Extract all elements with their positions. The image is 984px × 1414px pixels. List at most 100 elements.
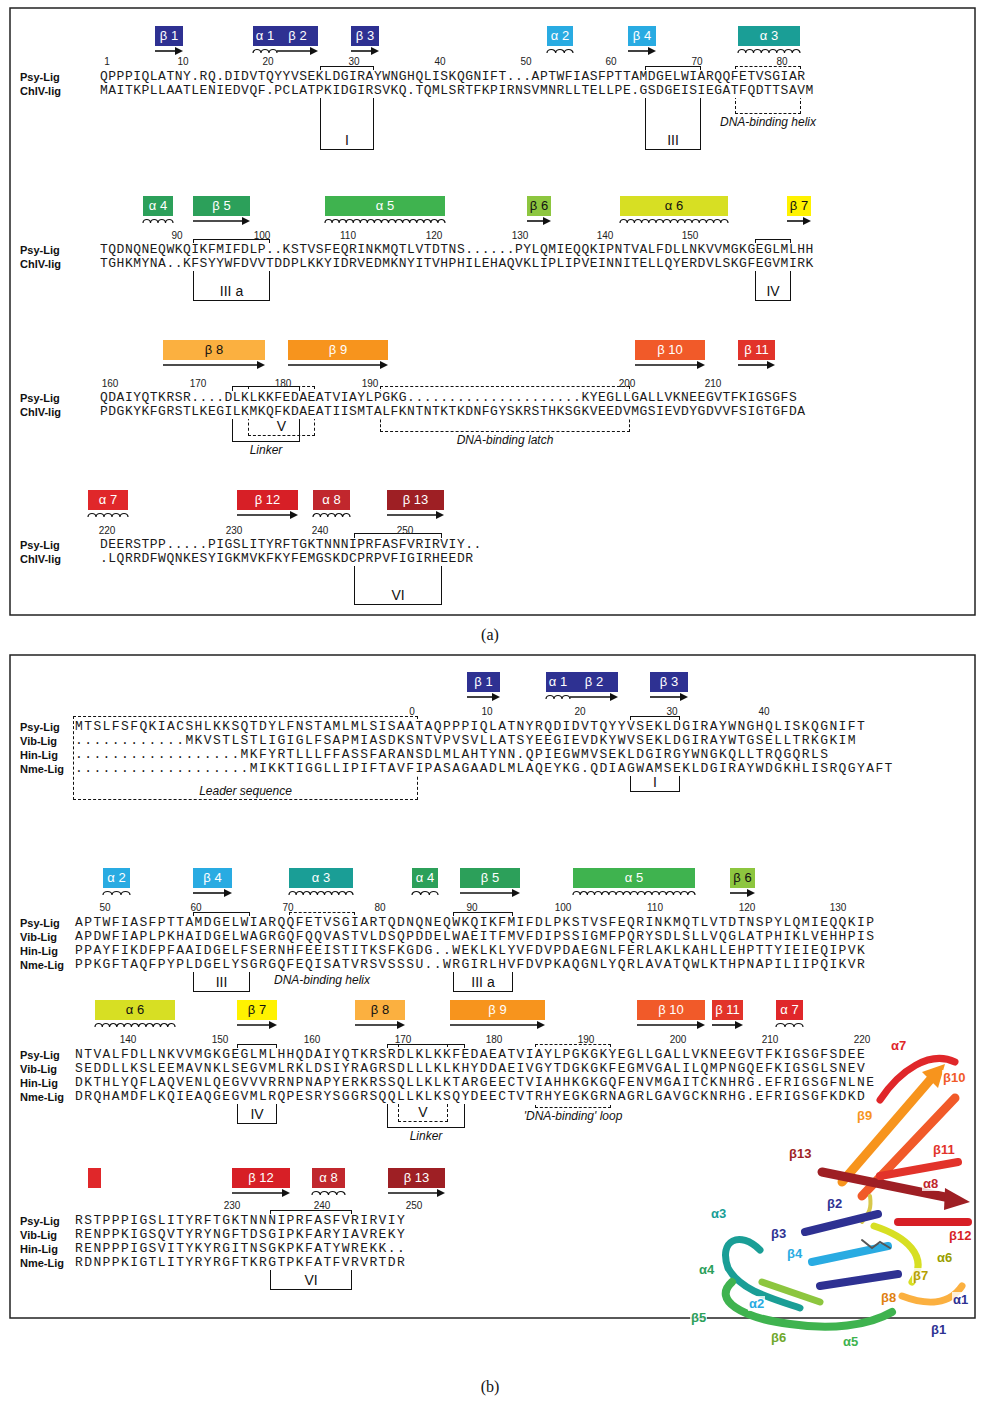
panel-letter: (a) xyxy=(481,626,499,644)
sequence-row: APTWFIASFPTTAMDGELWIARQQFETVSGIARTQDNQNE… xyxy=(75,916,875,930)
strand-arrow xyxy=(163,364,258,366)
sequence-row: DEERSTPP.....PIGSLITYRFTGKTNNNIPRFASFVRI… xyxy=(100,538,482,552)
structure-label: β 8 xyxy=(371,1000,389,1020)
sequence-name: ChlV-lig xyxy=(20,405,61,419)
sequence-name: Psy-Lig xyxy=(20,243,60,257)
strand-arrowhead xyxy=(680,693,688,701)
panel-frame xyxy=(10,8,975,615)
sequence-row: RSTPPPIGSLITYRFTGKTNNNIPRFASFVRIRVIY xyxy=(75,1214,406,1228)
sequence-row: PPKGFTAQFPYPLDGELYSGRGQFEQISATVRSVSSSU..… xyxy=(75,958,866,972)
strand-arrowhead xyxy=(803,217,811,225)
strand-arrowhead xyxy=(697,361,705,369)
structure-label: α 3 xyxy=(760,26,778,46)
structure-label: α 7 xyxy=(99,490,117,510)
strand-arrow xyxy=(637,1024,698,1026)
structure-bar: β 6 xyxy=(730,868,755,888)
structure-label: β 12 xyxy=(255,490,281,510)
residue-number: 40 xyxy=(434,56,445,68)
sequence-row: DRQHAMDFLKQIEAQGEGVMLRQPESRYSGGRSQQLLKLK… xyxy=(75,1090,866,1104)
structure-label: β 13 xyxy=(403,490,429,510)
residue-number: 220 xyxy=(854,1034,871,1046)
residue-number: 190 xyxy=(578,1034,595,1046)
structure-label: α 8 xyxy=(319,1168,337,1188)
structure-bar: α 7 xyxy=(88,490,128,510)
residue-number: 210 xyxy=(705,378,722,390)
structure-bar: α 6 xyxy=(620,196,728,216)
strand-arrow xyxy=(650,696,681,698)
residue-number: 230 xyxy=(226,525,243,537)
strand-arrow xyxy=(527,220,544,222)
structure-bar: β 9 xyxy=(288,340,388,360)
residue-number: 150 xyxy=(682,230,699,242)
helix-coil xyxy=(253,50,277,54)
structure-label: β 10 xyxy=(657,340,683,360)
residue-number: 20 xyxy=(262,56,273,68)
residue-number: 240 xyxy=(312,525,329,537)
sequence-name: Psy-Lig xyxy=(20,391,60,405)
structure-bar: α 6 xyxy=(95,1000,175,1020)
structure-label: β 11 xyxy=(744,340,769,360)
residue-number: 230 xyxy=(224,1200,241,1212)
strand-arrowhead xyxy=(610,693,618,701)
structure-bar: α 2 xyxy=(547,26,573,46)
motif-label: III a xyxy=(471,974,494,990)
structure-label: β 4 xyxy=(203,868,221,888)
structure-callout: β1 xyxy=(930,1322,947,1337)
structure-label: β 2 xyxy=(288,26,306,46)
residue-number: 120 xyxy=(426,230,443,242)
strand-arrow xyxy=(460,892,513,894)
helix-coil xyxy=(312,1192,345,1196)
sequence-name: Psy-Lig xyxy=(20,720,60,734)
structure-callout: β5 xyxy=(690,1310,707,1325)
sequence-name: Hin-Lig xyxy=(20,1076,58,1090)
strand-arrowhead xyxy=(697,1021,705,1029)
sequence-row: QPPPIQLATNY.RQ.DIDVTQYYVSEKLDGIRAYWNGHQL… xyxy=(100,70,806,84)
structure-callout: α6 xyxy=(936,1250,953,1265)
structure-label: α 5 xyxy=(625,868,643,888)
motif-label: 'DNA-binding' loop xyxy=(524,1109,623,1123)
helix-coil xyxy=(546,696,570,700)
motif-label: III xyxy=(216,974,228,990)
sequence-row: RDNPPKIGTLITYRYRGFTKRGTPKFATFVRVRTDR xyxy=(75,1256,406,1270)
structure-label: β 5 xyxy=(212,196,230,216)
structure-bar: α 2 xyxy=(103,868,130,888)
structure-callout: β7 xyxy=(912,1268,929,1283)
residue-number: 210 xyxy=(762,1034,779,1046)
motif-label: VI xyxy=(304,1272,317,1288)
residue-number: 160 xyxy=(304,1034,321,1046)
residue-number: 110 xyxy=(340,230,356,242)
structure-label: α 3 xyxy=(312,868,330,888)
sequence-name: ChlV-lig xyxy=(20,257,61,271)
structure-label: α 1 xyxy=(549,672,567,692)
sequence-row: ...................MIKKTIGGLLIPIFTAVFIPA… xyxy=(75,762,894,776)
sequence-row: TQDNQNEQWKQIKFMIFDLP..KSTVSFEQRINKMQTLVT… xyxy=(100,243,814,257)
helix-coil xyxy=(88,514,128,518)
residue-number: 250 xyxy=(406,1200,423,1212)
motif-label: III xyxy=(667,132,679,148)
strand-arrowhead xyxy=(767,361,775,369)
structure-label: β 12 xyxy=(248,1168,274,1188)
strand-arrowhead xyxy=(257,361,265,369)
motif-label: DNA-binding helix xyxy=(274,973,370,987)
structure-bar: β 13 xyxy=(387,490,444,510)
structure-bar: α 3 xyxy=(738,26,800,46)
strand-arrow xyxy=(237,514,291,516)
residue-number: 130 xyxy=(830,902,847,914)
structure-bar: β 8 xyxy=(355,1000,405,1020)
motif-label: I xyxy=(345,132,349,148)
strand-arrow xyxy=(387,514,437,516)
strand-arrowhead xyxy=(282,1189,290,1197)
sequence-name: Hin-Lig xyxy=(20,748,58,762)
sequence-row: QDAIYQTKRSR....DLKLKKFEDAEATVIAYLPGKG...… xyxy=(100,391,797,405)
residue-number: 1 xyxy=(104,56,110,68)
structure-label: β 5 xyxy=(481,868,499,888)
structure-bar: α 4 xyxy=(143,196,173,216)
strand-arrow xyxy=(712,1024,736,1026)
residue-number: 150 xyxy=(212,1034,229,1046)
structure-callout: β3 xyxy=(770,1226,787,1241)
residue-number: 140 xyxy=(597,230,614,242)
motif-label: III a xyxy=(220,283,243,299)
residue-number: 170 xyxy=(395,1034,412,1046)
structure-bar: α 4 xyxy=(412,868,438,888)
residue-number: 90 xyxy=(466,902,477,914)
